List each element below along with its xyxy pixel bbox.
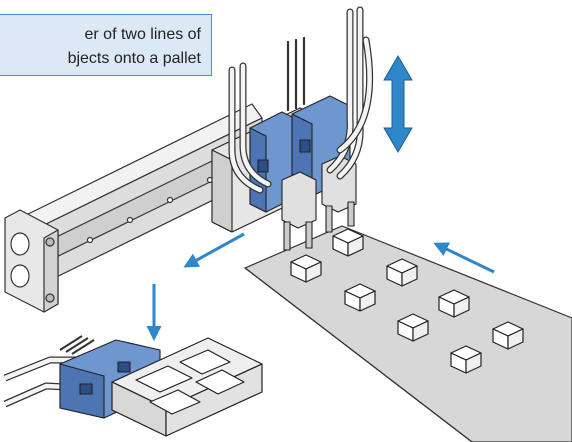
pallet xyxy=(111,337,263,437)
motion-arrow-icon xyxy=(146,232,495,341)
caption-box: er of two lines of bjects onto a pallet xyxy=(0,14,212,76)
vertical-double-arrow-icon xyxy=(383,55,413,153)
air-tubes xyxy=(228,6,374,194)
workpiece-boxes xyxy=(290,228,524,374)
caption-line-1: er of two lines of xyxy=(84,26,202,43)
caption-line-2: bjects onto a pallet xyxy=(67,50,201,67)
linear-guide-rail xyxy=(4,103,263,313)
gripper-carriage xyxy=(211,95,357,251)
